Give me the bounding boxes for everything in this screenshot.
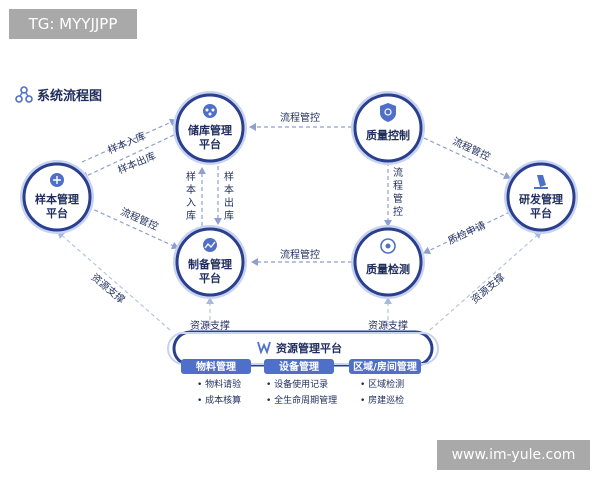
svg-text:样: 样	[224, 170, 234, 183]
svg-text:本: 本	[186, 183, 196, 196]
svg-text:平台: 平台	[199, 137, 221, 151]
svg-text:设备管理: 设备管理	[279, 360, 319, 373]
module-material: 物料管理	[181, 359, 251, 374]
node-quality-control: 质量控制	[351, 91, 425, 165]
edge-labels: 流程管控 样本入库 样本出库 流程管控 流程管控 流程管控 质检申请 资源支撑 …	[89, 111, 507, 332]
edge-label-resource-right: 资源支撑	[468, 270, 507, 306]
diagram-title: 系统流程图	[15, 86, 102, 104]
shield-icon	[380, 103, 396, 122]
resource-platform-title: 资源管理平台	[276, 341, 342, 355]
sample-icon	[50, 173, 64, 187]
title-text: 系统流程图	[37, 88, 102, 104]
svg-text:平台: 平台	[199, 271, 221, 285]
svg-text:本: 本	[224, 183, 234, 196]
svg-text:流: 流	[393, 166, 403, 179]
storage-icon	[203, 104, 217, 118]
node-storage-platform: 储库管理 平台	[173, 91, 247, 165]
edge-label-sample-prep: 流程管控	[119, 205, 161, 233]
svg-text:库: 库	[224, 209, 234, 222]
node-sample-platform: 样本管理 平台	[20, 160, 94, 234]
svg-text:管: 管	[393, 192, 403, 205]
svg-text:样本管理: 样本管理	[35, 192, 79, 206]
node-prep-platform: 制备管理 平台	[173, 225, 247, 299]
list-item: • 房建巡检	[360, 394, 404, 406]
list-item: • 成本核算	[197, 394, 241, 406]
svg-text:质量控制: 质量控制	[366, 128, 410, 142]
svg-text:程: 程	[393, 180, 403, 192]
edge-label-rd-test: 质检申请	[446, 218, 488, 247]
edge-label-test-prep: 流程管控	[280, 248, 320, 261]
resource-icon	[257, 341, 271, 355]
module-equipment: 设备管理	[264, 359, 334, 374]
module-items: • 物料请验 • 成本核算 • 设备使用记录 • 全生命周期管理 • 区域检测 …	[197, 378, 404, 406]
watermark-top: TG: MYYJJPP	[9, 9, 137, 39]
trend-icon	[203, 238, 217, 252]
svg-text:储库管理: 储库管理	[188, 123, 232, 137]
svg-text:研发管理: 研发管理	[519, 192, 563, 206]
edge-label-qc-rd: 流程管控	[451, 134, 493, 163]
svg-text:库: 库	[186, 209, 196, 222]
svg-text:平台: 平台	[46, 206, 68, 220]
edge-label-qc-storage: 流程管控	[280, 111, 320, 124]
watermark-bottom: www.im-yule.com	[437, 440, 590, 470]
svg-text:入: 入	[186, 198, 196, 209]
svg-text:控: 控	[393, 205, 403, 218]
svg-text:质量检测: 质量检测	[366, 262, 410, 276]
list-item: • 全生命周期管理	[266, 394, 337, 406]
microscope-icon	[534, 175, 548, 189]
flow-connectors	[81, 118, 511, 266]
list-item: • 设备使用记录	[266, 378, 328, 390]
resource-connectors	[57, 231, 542, 331]
node-rd-platform: 研发管理 平台	[504, 160, 578, 234]
svg-text:制备管理: 制备管理	[188, 257, 232, 271]
svg-text:样: 样	[186, 170, 196, 183]
list-item: • 物料请验	[197, 378, 241, 390]
edge-label-resource-test: 资源支撑	[368, 319, 408, 332]
list-item: • 区域检测	[360, 378, 404, 390]
edge-label-resource-prep: 资源支撑	[190, 319, 230, 332]
svg-text:出: 出	[224, 196, 234, 209]
node-quality-test: 质量检测	[351, 225, 425, 299]
module-area-room: 区域/房间管理	[349, 359, 421, 374]
edge-labels-vertical: 流 程 管 控 样 本 出 库 样 本 入 库	[186, 166, 403, 222]
svg-text:物料管理: 物料管理	[196, 360, 236, 373]
resource-platform: 资源管理平台 物料管理 设备管理 区域/房间管理	[167, 330, 439, 374]
target-icon	[380, 238, 396, 254]
edge-label-sample-in: 样本入库	[106, 129, 148, 157]
flow-icon	[15, 86, 33, 103]
svg-text:区域/房间管理: 区域/房间管理	[353, 360, 417, 373]
svg-text:平台: 平台	[530, 206, 552, 220]
edge-label-sample-out: 样本出库	[116, 149, 158, 177]
